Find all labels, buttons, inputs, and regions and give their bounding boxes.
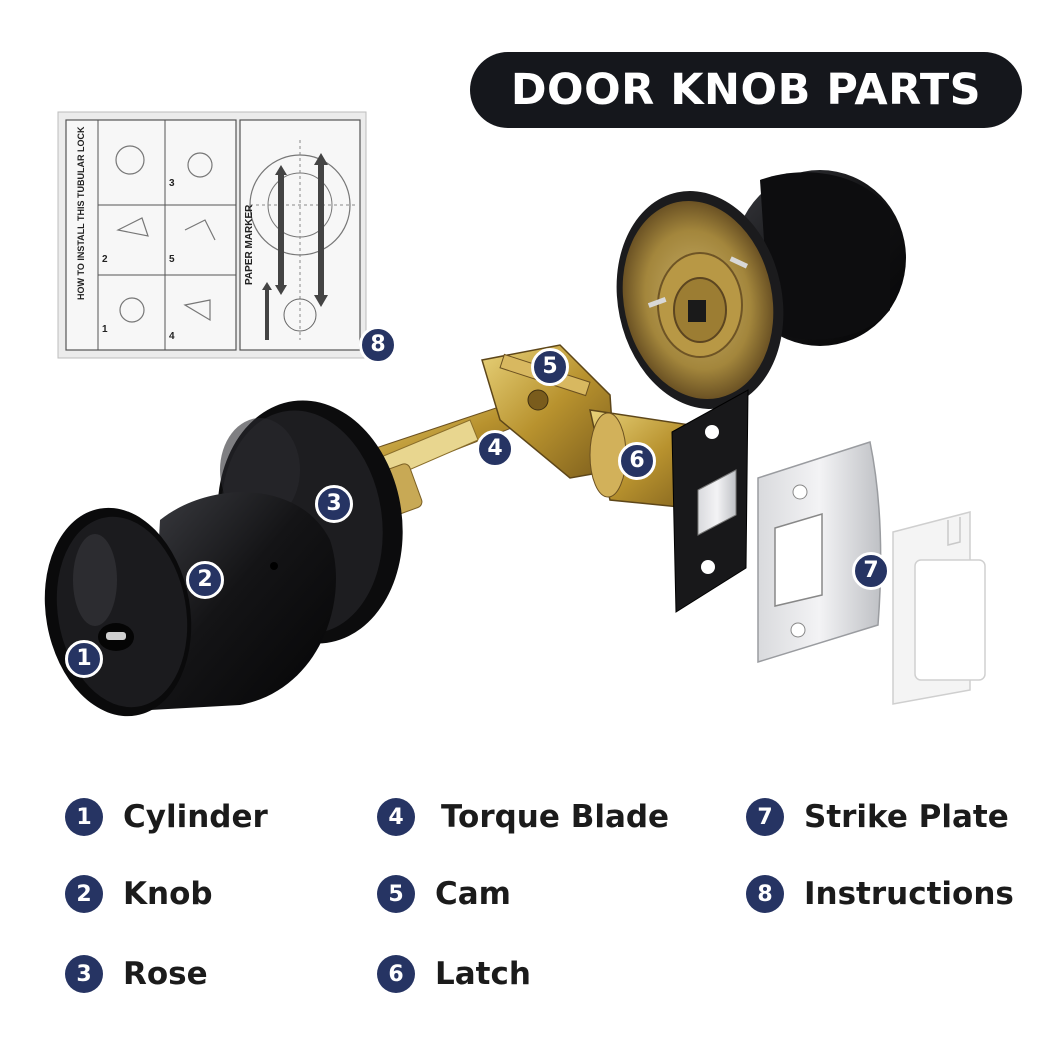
legend-item-cylinder: 1 Cylinder <box>65 795 268 839</box>
legend-item-torque-blade: 4 Torque Blade <box>377 795 669 839</box>
legend-number: 7 <box>746 798 784 836</box>
strike-plate <box>757 441 882 664</box>
legend-item-instructions: 8 Instructions <box>746 872 1014 916</box>
legend-number: 8 <box>746 875 784 913</box>
callout-badge-6: 6 <box>618 442 656 480</box>
instructions-sheet-marker: PAPER MARKER <box>244 204 255 285</box>
latch-faceplate <box>671 389 749 613</box>
callout-badge-5: 5 <box>531 348 569 386</box>
legend-item-rose: 3 Rose <box>65 952 208 996</box>
legend-number: 2 <box>65 875 103 913</box>
legend-label: Cylinder <box>123 799 268 835</box>
instructions-sheet-heading: HOW TO INSTALL THIS TUBULAR LOCK <box>76 126 86 300</box>
legend-number: 5 <box>377 875 415 913</box>
legend-item-knob: 2 Knob <box>65 872 213 916</box>
strike-box <box>892 511 986 705</box>
instruction-step-3: 3 <box>169 178 175 189</box>
legend-item-latch: 6 Latch <box>377 952 531 996</box>
legend-label: Instructions <box>804 876 1014 912</box>
legend-label: Latch <box>435 956 531 992</box>
legend-number: 6 <box>377 955 415 993</box>
instruction-step-2: 2 <box>102 254 108 265</box>
legend-label: Torque Blade <box>441 799 670 835</box>
legend-label: Strike Plate <box>804 799 1009 835</box>
cylinder-keyway <box>98 623 134 651</box>
callout-badge-7: 7 <box>852 552 890 590</box>
legend-item-strike-plate: 7 Strike Plate <box>746 795 1009 839</box>
legend-number: 1 <box>65 798 103 836</box>
callout-badge-2: 2 <box>186 561 224 599</box>
callout-badge-8: 8 <box>359 326 397 364</box>
legend-item-cam: 5 Cam <box>377 872 511 916</box>
legend-label: Cam <box>435 876 511 912</box>
legend-label: Rose <box>123 956 208 992</box>
callout-badge-1: 1 <box>65 640 103 678</box>
title-banner: DOOR KNOB PARTS <box>470 52 1022 128</box>
front-knob <box>44 492 336 717</box>
instruction-step-4: 4 <box>169 331 175 342</box>
callout-badge-4: 4 <box>476 430 514 468</box>
callout-badge-3: 3 <box>315 485 353 523</box>
page-title: DOOR KNOB PARTS <box>510 65 982 115</box>
instructions-sheet: HOW TO INSTALL THIS TUBULAR LOCK PAPER M… <box>57 111 367 359</box>
inside-knob <box>616 170 906 409</box>
instruction-step-1: 1 <box>102 324 108 335</box>
svg-text:PAPER MARKER: PAPER MARKER <box>244 204 255 285</box>
legend-label: Knob <box>123 876 213 912</box>
legend-number: 3 <box>65 955 103 993</box>
instruction-step-5: 5 <box>169 254 175 265</box>
legend-number: 4 <box>377 798 415 836</box>
svg-text:HOW TO INSTALL THIS TUBULAR LO: HOW TO INSTALL THIS TUBULAR LOCK <box>76 126 86 300</box>
